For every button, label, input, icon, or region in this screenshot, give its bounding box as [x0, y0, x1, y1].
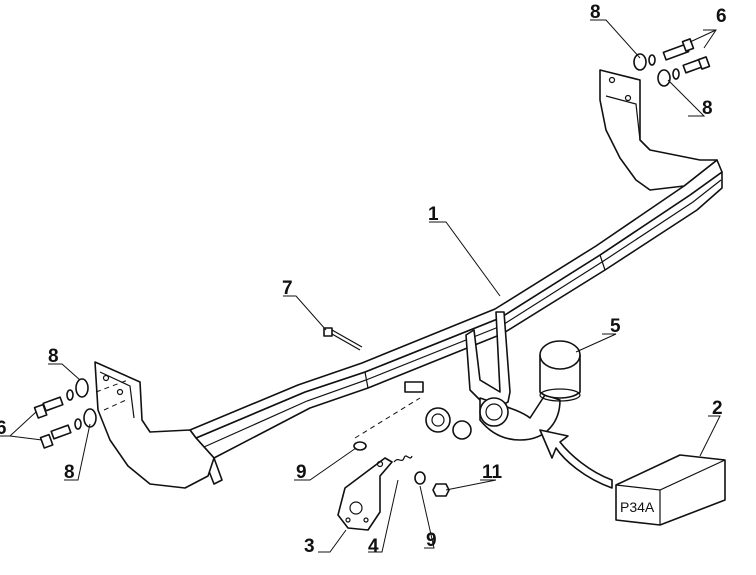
left-bracket [94, 361, 215, 489]
label-bolt-right: 6 [716, 6, 727, 27]
label-plate: 3 [304, 536, 315, 557]
label-nut: 11 [482, 462, 503, 483]
label-washer-small-b: 9 [426, 530, 437, 551]
tow-ball [539, 340, 581, 402]
direction-arrow [539, 429, 613, 489]
label-ball: 5 [610, 316, 621, 337]
right-bracket [599, 69, 718, 191]
label-spring: 4 [368, 536, 379, 557]
label-box: 2 [712, 398, 723, 419]
label-washer-right-top: 8 [590, 2, 601, 23]
right-hardware [633, 38, 711, 87]
label-washer-left-top: 8 [48, 346, 59, 367]
left-hardware [33, 378, 129, 449]
leader-lines [0, 19, 721, 553]
label-washer-right-bottom: 8 [702, 98, 713, 119]
locking-pin [323, 327, 363, 351]
label-washer-left-bottom: 8 [64, 462, 75, 483]
package-box: P34A [615, 454, 726, 526]
label-washer-small-a: 9 [296, 462, 307, 483]
label-bar: 1 [428, 204, 439, 225]
box-code: P34A [620, 499, 655, 515]
socket-bosses [425, 397, 509, 440]
socket-plate-assembly [337, 397, 450, 531]
part-labels: 1 2 3 4 5 6 6 7 8 8 8 8 9 9 11 [0, 2, 727, 557]
label-bolt-left: 6 [0, 418, 7, 439]
label-pin: 7 [282, 278, 293, 299]
